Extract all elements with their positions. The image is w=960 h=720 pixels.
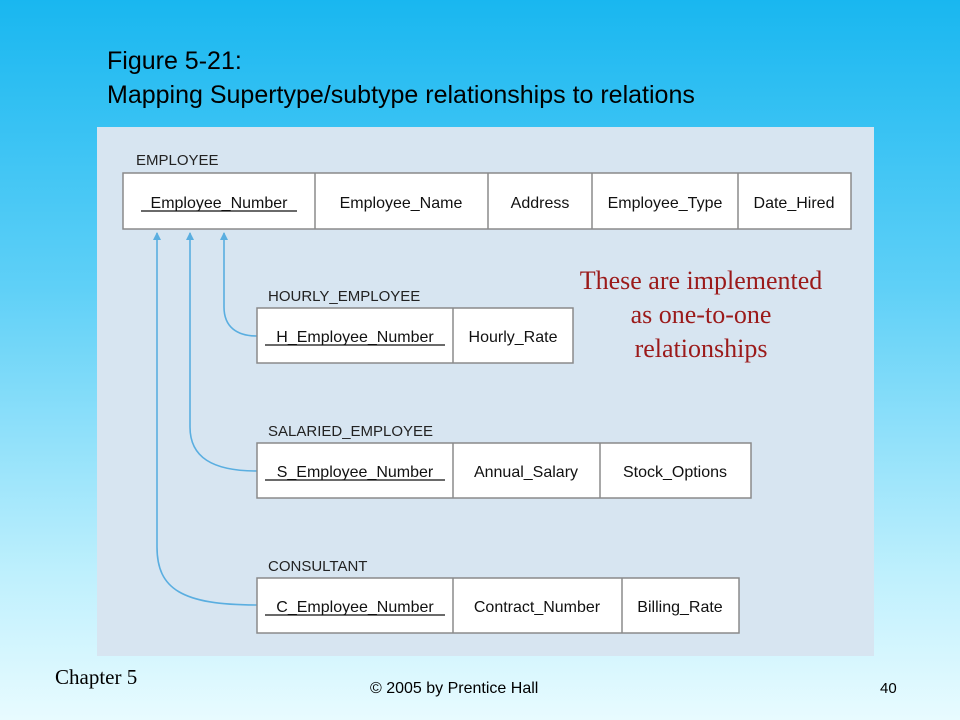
salaried-attr-s-employee-number: S_Employee_Number — [277, 464, 434, 481]
connector-hourly — [220, 232, 258, 337]
chapter-label: Chapter 5 — [55, 665, 138, 689]
consultant-attr-billing-rate: Billing_Rate — [637, 599, 722, 616]
table-name-hourly: HOURLY_EMPLOYEE — [268, 288, 420, 305]
table-name-consultant: CONSULTANT — [268, 558, 367, 575]
table-employee-box — [122, 172, 852, 230]
salaried-attr-stock-options: Stock_Options — [623, 464, 727, 481]
table-consultant-box — [256, 577, 740, 634]
employee-attr-address: Address — [511, 195, 570, 212]
copyright-notice: © 2005 by Prentice Hall — [370, 680, 539, 697]
table-name-salaried: SALARIED_EMPLOYEE — [268, 423, 433, 440]
table-hourly-employee: HOURLY_EMPLOYEE H_Employee_Number Hourly… — [256, 288, 574, 364]
relations-diagram: EMPLOYEE Employee_Number Employee_Name A… — [122, 152, 852, 634]
consultant-attr-c-employee-number: C_Employee_Number — [276, 599, 434, 616]
page-number: 40 — [880, 680, 897, 697]
note-line-3: relationships — [634, 334, 768, 363]
hourly-attr-h-employee-number: H_Employee_Number — [276, 329, 434, 346]
slide-title: Figure 5-21: Mapping Supertype/subtype r… — [107, 44, 695, 112]
table-name-employee: EMPLOYEE — [136, 152, 219, 169]
employee-attr-employee-type: Employee_Type — [608, 195, 723, 212]
hourly-attr-hourly-rate: Hourly_Rate — [469, 329, 558, 346]
connector-consultant — [153, 232, 258, 606]
table-employee: EMPLOYEE Employee_Number Employee_Name A… — [122, 152, 852, 230]
note-line-1: These are implemented — [579, 266, 823, 295]
consultant-attr-contract-number: Contract_Number — [474, 599, 601, 616]
slide-title-line-1: Figure 5-21: — [107, 47, 242, 75]
table-hourly-box — [256, 307, 574, 364]
table-salaried-employee: SALARIED_EMPLOYEE S_Employee_Number Annu… — [256, 423, 752, 499]
table-salaried-box — [256, 442, 752, 499]
employee-attr-employee-name: Employee_Name — [340, 195, 463, 212]
relations-figure: EMPLOYEE Employee_Number Employee_Name A… — [97, 127, 874, 656]
table-consultant: CONSULTANT C_Employee_Number Contract_Nu… — [256, 558, 740, 634]
salaried-attr-annual-salary: Annual_Salary — [474, 464, 578, 481]
connector-salaried — [186, 232, 258, 472]
employee-attr-date-hired: Date_Hired — [754, 195, 835, 212]
one-to-one-note: These are implemented as one-to-one rela… — [540, 264, 862, 366]
slide-title-line-2: Mapping Supertype/subtype relationships … — [107, 81, 695, 109]
employee-attr-employee-number: Employee_Number — [151, 195, 289, 212]
note-line-2: as one-to-one — [630, 300, 772, 329]
